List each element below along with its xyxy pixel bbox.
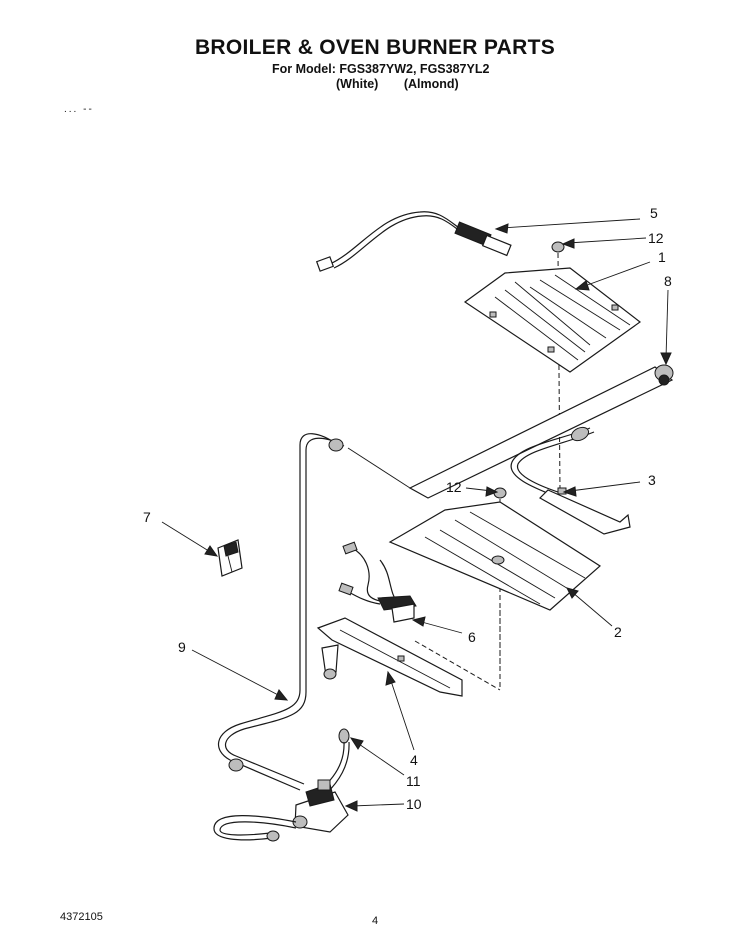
part-3-burner-bracket: [510, 426, 631, 535]
part-5-broiler-igniter: [315, 211, 512, 272]
callout-10: 10: [406, 796, 422, 812]
callout-1: 1: [658, 249, 666, 265]
callout-3: 3: [648, 472, 656, 488]
callout-5: 5: [650, 205, 658, 221]
callout-2: 2: [614, 624, 622, 640]
document-number: 4372105: [60, 911, 103, 923]
part-2-oven-baffle: [388, 501, 601, 611]
callout-8: 8: [664, 273, 672, 289]
callout-12-top: 12: [648, 230, 664, 246]
scan-marks: ... --: [64, 104, 94, 115]
callout-6: 6: [468, 629, 476, 645]
part-12-screw-top: [551, 241, 565, 491]
part-6-oven-igniter: [338, 541, 501, 690]
part-10-valve: [213, 779, 349, 842]
callout-4: 4: [410, 752, 418, 768]
page-number: 4: [372, 915, 379, 927]
callout-7: 7: [143, 509, 151, 525]
variant-almond: (Almond): [403, 77, 459, 91]
model-line: For Model: FGS387YW2, FGS387YL2: [272, 62, 490, 76]
part-4-oven-burner: [316, 617, 501, 697]
part-8-broiler-burner: [408, 364, 674, 499]
callout-11: 11: [406, 773, 421, 789]
color-variants: (White) (Almond): [336, 77, 459, 91]
part-7-igniter-block: [217, 539, 243, 577]
callout-12-lower: 12: [446, 479, 462, 495]
part-1-broiler-baffle: [463, 267, 642, 373]
part-9-gas-tube: [217, 433, 411, 791]
leader-lines: [161, 218, 672, 812]
callout-9: 9: [178, 639, 186, 655]
variant-white: (White): [336, 77, 379, 91]
page-title: BROILER & OVEN BURNER PARTS: [194, 36, 556, 59]
